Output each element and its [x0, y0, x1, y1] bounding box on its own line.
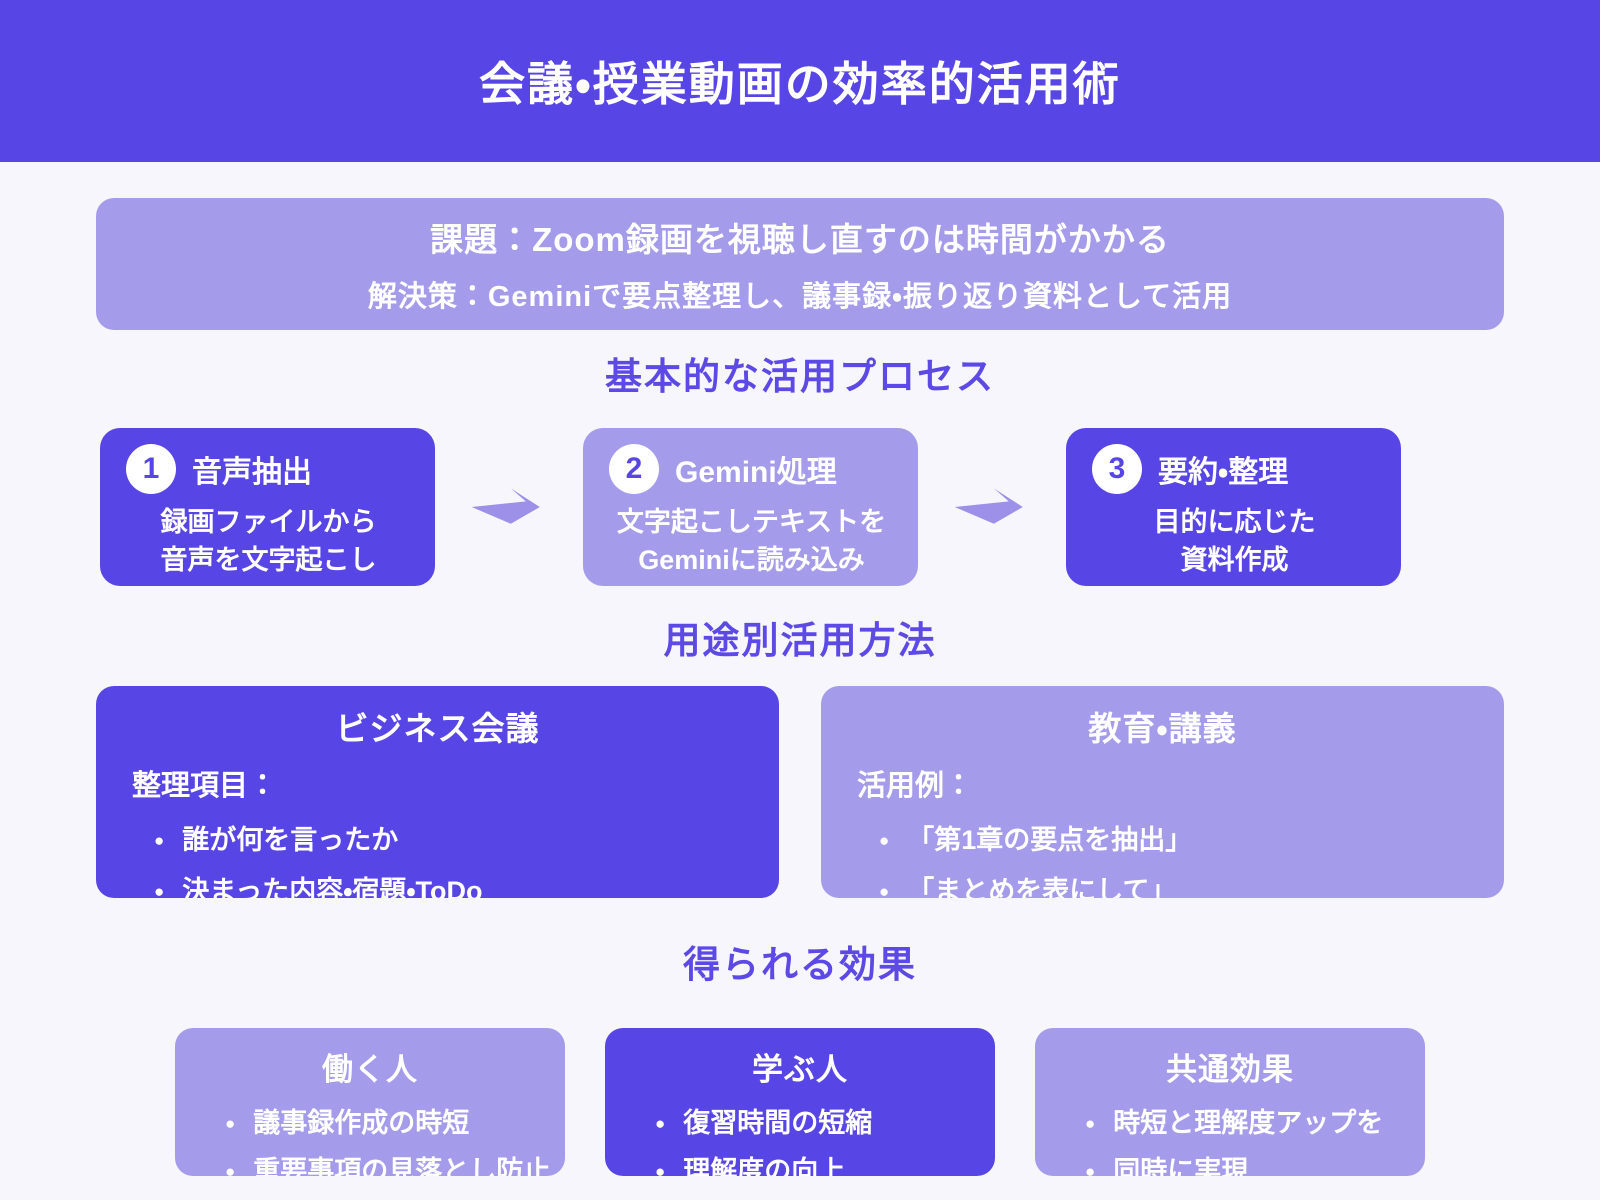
- section-title-usage: 用途別活用方法: [663, 620, 937, 661]
- challenge-problem-text: 課題：Zoom録画を視聴し直すのは時間がかかる: [430, 221, 1170, 258]
- section-title-effects: 得られる効果: [683, 944, 917, 985]
- step-2-line1: 文字起こしテキストを: [616, 507, 887, 537]
- effect-workers-bullet-1: 議事録作成の時短: [253, 1108, 470, 1138]
- step-3-line2: 資料作成: [1180, 544, 1289, 575]
- step-1-title: 音声抽出: [192, 456, 312, 489]
- usage-business-bullet-1: 誰が何を言ったか: [182, 825, 399, 855]
- step-1-line1: 録画ファイルから: [160, 507, 377, 537]
- step-1-body: 録画ファイルから 音声を文字起こし: [126, 504, 411, 580]
- usage-education-label: 活用例：: [857, 770, 974, 802]
- step-1-head: 1 音声抽出: [126, 444, 411, 494]
- step-3-body: 目的に応じた 資料作成: [1092, 504, 1377, 580]
- usage-card-business: ビジネス会議 整理項目： ● 誰が何を言ったか ● 決まった内容・宿題・ToDo…: [96, 686, 779, 898]
- effect-card-learners: 学ぶ人 ● 復習時間の短縮 ● 理解度の向上: [605, 1028, 995, 1176]
- list-item: ● 「第1章の要点を抽出」: [879, 818, 1504, 857]
- process-step-2: 2 Gemini処理 文字起こしテキストを Geminiに読み込み: [583, 428, 918, 586]
- bullet-dot-icon: ●: [225, 1162, 236, 1176]
- step-3-number-badge: 3: [1092, 444, 1142, 494]
- challenge-solution-text: 解決策：Geminiで要点整理し、議事録・振り返り資料として活用: [367, 281, 1233, 313]
- list-item: ● 理解度の向上: [655, 1149, 995, 1176]
- list-item: ● 「まとめを表にして」 → 生徒にとって使いやすいノート作成: [879, 869, 1504, 898]
- challenge-box: 課題：Zoom録画を視聴し直すのは時間がかかる 解決策：Geminiで要点整理し…: [96, 198, 1504, 330]
- usage-business-title: ビジネス会議: [335, 710, 540, 747]
- bullet-dot-icon: ●: [1085, 1162, 1096, 1176]
- effect-card-common: 共通効果 ● 時短と理解度アップを ● 同時に実現: [1035, 1028, 1425, 1176]
- effect-common-bullet-1: 時短と理解度アップを: [1113, 1108, 1384, 1138]
- usage-education-bullet-1: 「第1章の要点を抽出」: [907, 825, 1193, 855]
- step-3-line1: 目的に応じた: [1153, 507, 1316, 537]
- step-2-line2: Geminiに読み込み: [638, 544, 865, 575]
- bullet-dot-icon: ●: [655, 1114, 666, 1133]
- step-2-body: 文字起こしテキストを Geminiに読み込み: [609, 504, 894, 580]
- step-2-number-badge: 2: [609, 444, 659, 494]
- step-2-title: Gemini処理: [675, 456, 837, 489]
- bullet-dot-icon: ●: [154, 831, 165, 850]
- bullet-dot-icon: ●: [879, 831, 890, 850]
- list-item: ● 誰が何を言ったか: [154, 818, 779, 857]
- effect-common-list: ● 時短と理解度アップを ● 同時に実現: [1085, 1101, 1425, 1176]
- usage-education-title: 教育・講義: [1088, 710, 1237, 747]
- effect-workers-title: 働く人: [322, 1052, 418, 1087]
- bullet-dot-icon: ●: [1085, 1114, 1096, 1133]
- usage-card-education: 教育・講義 活用例： ● 「第1章の要点を抽出」 ● 「まとめを表にして」 → …: [821, 686, 1504, 898]
- usage-business-list: ● 誰が何を言ったか ● 決まった内容・宿題・ToDo → わかりやすい議事録を…: [154, 818, 779, 898]
- bullet-dot-icon: ●: [225, 1114, 236, 1133]
- list-item: ● 同時に実現: [1085, 1149, 1425, 1176]
- usage-row: ビジネス会議 整理項目： ● 誰が何を言ったか ● 決まった内容・宿題・ToDo…: [96, 686, 1504, 898]
- step-2-head: 2 Gemini処理: [609, 444, 894, 494]
- bullet-dot-icon: ●: [154, 882, 165, 898]
- effect-learners-title: 学ぶ人: [752, 1052, 848, 1087]
- step-1-number-badge: 1: [126, 444, 176, 494]
- arrow-right-icon: [954, 488, 1023, 524]
- effect-card-workers: 働く人 ● 議事録作成の時短 ● 重要事項の見落とし防止: [175, 1028, 565, 1176]
- usage-education-bullet-2: 「まとめを表にして」: [907, 876, 1177, 898]
- header-banner: 会議・授業動画の効率的活用術: [0, 0, 1600, 162]
- list-item: ● 復習時間の短縮: [655, 1101, 995, 1140]
- process-arrow-1: [435, 474, 583, 540]
- bullet-dot-icon: ●: [879, 882, 890, 898]
- step-3-title: 要約・整理: [1158, 456, 1289, 489]
- process-arrow-2: [918, 474, 1066, 540]
- arrow-right-icon: [471, 488, 540, 524]
- list-item: ● 議事録作成の時短: [225, 1101, 565, 1140]
- effect-workers-bullet-2: 重要事項の見落とし防止: [253, 1156, 551, 1176]
- step-3-head: 3 要約・整理: [1092, 444, 1377, 494]
- effect-workers-list: ● 議事録作成の時短 ● 重要事項の見落とし防止: [225, 1101, 565, 1176]
- effect-common-bullet-2: 同時に実現: [1113, 1156, 1249, 1176]
- process-step-3: 3 要約・整理 目的に応じた 資料作成: [1066, 428, 1401, 586]
- effect-learners-bullet-2: 理解度の向上: [683, 1156, 846, 1176]
- effect-learners-bullet-1: 復習時間の短縮: [683, 1108, 873, 1138]
- process-row: 1 音声抽出 録画ファイルから 音声を文字起こし 2 Gemini処理 文字起こ…: [100, 428, 1600, 586]
- list-item: ● 重要事項の見落とし防止: [225, 1149, 565, 1176]
- usage-business-bullet-2: 決まった内容・宿題・ToDo: [182, 876, 483, 898]
- list-item: ● 時短と理解度アップを: [1085, 1101, 1425, 1140]
- effect-learners-list: ● 復習時間の短縮 ● 理解度の向上: [655, 1101, 995, 1176]
- process-step-1: 1 音声抽出 録画ファイルから 音声を文字起こし: [100, 428, 435, 586]
- effect-common-title: 共通効果: [1166, 1052, 1294, 1087]
- list-item: ● 決まった内容・宿題・ToDo → わかりやすい議事録を短時間で作成: [154, 869, 779, 898]
- bullet-dot-icon: ●: [655, 1162, 666, 1176]
- section-title-process: 基本的な活用プロセス: [605, 356, 995, 397]
- effects-row: 働く人 ● 議事録作成の時短 ● 重要事項の見落とし防止 学ぶ人 ● 復習時間の…: [0, 1028, 1600, 1176]
- usage-business-label: 整理項目：: [132, 770, 278, 802]
- usage-education-list: ● 「第1章の要点を抽出」 ● 「まとめを表にして」 → 生徒にとって使いやすい…: [879, 818, 1504, 898]
- page-title: 会議・授業動画の効率的活用術: [479, 58, 1121, 110]
- step-1-line2: 音声を文字起こし: [160, 544, 377, 575]
